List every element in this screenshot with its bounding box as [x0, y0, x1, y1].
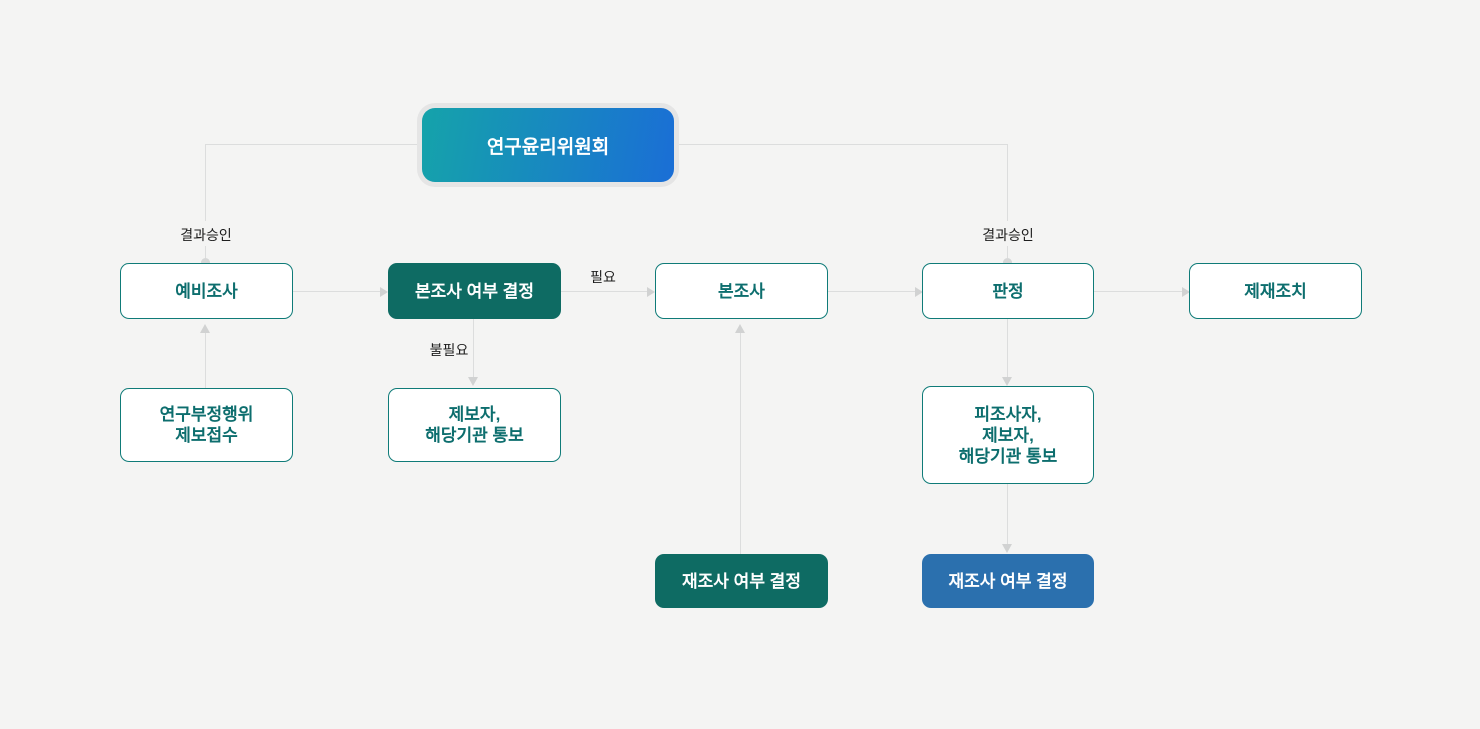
arrow-decision-to-informant-head — [468, 377, 478, 386]
arrow-report-to-preliminary-line — [205, 333, 206, 388]
node-ethics-committee: 연구윤리위원회 — [422, 108, 674, 182]
arrow-reinvest-to-main-line — [740, 333, 741, 554]
arrow-subject-to-reinvest-line — [1007, 484, 1008, 544]
arrow-decision-to-main-line — [561, 291, 647, 292]
node-preliminary-investigation: 예비조사 — [120, 263, 293, 319]
node-main-investigation: 본조사 — [655, 263, 828, 319]
connector-right-vertical-line-upper — [1007, 144, 1008, 221]
arrow-judgment-to-subject-line — [1007, 319, 1008, 377]
arrow-main-to-judgment-line — [828, 291, 915, 292]
connector-right-vertical-line-lower — [1007, 246, 1008, 258]
connector-left-vertical-line-upper — [205, 144, 206, 221]
connector-left-dot — [201, 258, 210, 267]
node-subject-informant-institution-notification: 피조사자, 제보자, 해당기관 통보 — [922, 386, 1094, 484]
node-main-investigation-decision: 본조사 여부 결정 — [388, 263, 561, 319]
connector-left-vertical-line-lower — [205, 246, 206, 258]
arrow-main-to-judgment-head — [915, 287, 923, 297]
arrow-judgment-to-subject-head — [1002, 377, 1012, 386]
edge-label-approval-right: 결과승인 — [982, 227, 1034, 243]
edge-label-required: 필요 — [590, 269, 616, 285]
node-sanctions: 제재조치 — [1189, 263, 1362, 319]
edge-label-approval-left: 결과승인 — [180, 227, 232, 243]
arrow-decision-to-informant-line — [473, 319, 474, 377]
arrow-judgment-to-sanctions-line — [1094, 291, 1182, 292]
node-informant-institution-notification: 제보자, 해당기관 통보 — [388, 388, 561, 462]
arrow-preliminary-to-decision-head — [380, 287, 388, 297]
arrow-preliminary-to-decision-line — [293, 291, 380, 292]
arrow-judgment-to-sanctions-head — [1182, 287, 1190, 297]
connector-right-dot — [1003, 258, 1012, 267]
arrow-reinvest-to-main-head — [735, 324, 745, 333]
node-misconduct-report-reception: 연구부정행위 제보접수 — [120, 388, 293, 462]
node-judgment: 판정 — [922, 263, 1094, 319]
arrow-decision-to-main-head — [647, 287, 655, 297]
arrow-report-to-preliminary-head — [200, 324, 210, 333]
node-ethics-committee-ring: 연구윤리위원회 — [417, 103, 679, 187]
edge-label-not-required: 불필요 — [429, 342, 469, 358]
arrow-subject-to-reinvest-head — [1002, 544, 1012, 553]
node-reinvestigation-decision-main: 재조사 여부 결정 — [655, 554, 828, 608]
node-reinvestigation-decision-judgment: 재조사 여부 결정 — [922, 554, 1094, 608]
